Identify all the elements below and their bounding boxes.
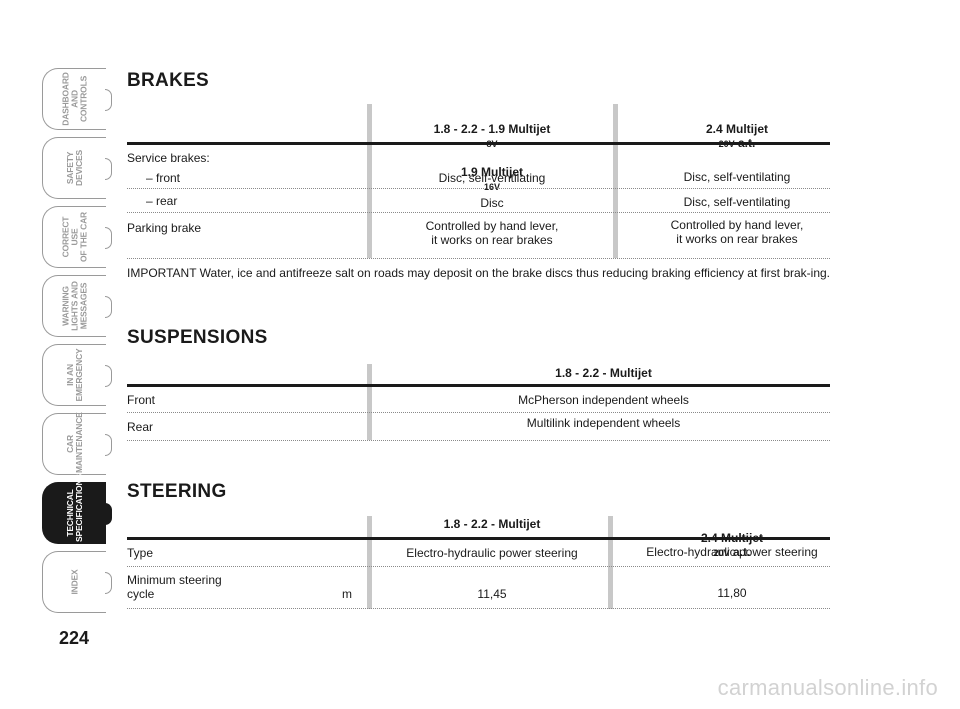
brakes-col1-header-line1: 1.8 - 2.2 - 1.9 Multijet: [433, 122, 551, 136]
brakes-col2-header: 2.4 Multijet 20V a.t.: [622, 108, 852, 151]
tab-label: SAFETY DEVICES: [64, 150, 84, 186]
column-divider: [367, 364, 372, 440]
tab-label: CAR MAINTENANCE: [64, 412, 84, 473]
brakes-col1-header-line2-suffix: 16V: [483, 182, 500, 192]
brakes-col1-header-line2: 1.9 Multijet: [460, 165, 523, 179]
min-steering-col1: 11,45: [477, 587, 507, 601]
steering-type-col2: Electro-hydraulic power steering: [646, 545, 818, 559]
watermark: carmanualsonline.info: [717, 675, 938, 700]
page-number: 224: [58, 628, 90, 648]
parking-brake-col2: Controlled by hand lever, it works on re…: [670, 218, 804, 246]
tab-technical-specifications[interactable]: TECHNICAL SPECIFICATIONS: [42, 474, 106, 544]
front-brake-col2: Disc, self-ventilating: [683, 170, 791, 184]
front-suspension-value: McPherson independent wheels: [518, 393, 689, 407]
brakes-title: BRAKES: [127, 70, 210, 91]
row-divider: [127, 566, 830, 567]
suspensions-title: SUSPENSIONS: [127, 327, 268, 348]
tab-warning-lights[interactable]: WARNING LIGHTS AND MESSAGES: [42, 275, 106, 337]
tab-label: INDEX: [69, 569, 79, 595]
steering-col2-header-tail: a.t.: [729, 545, 751, 559]
tab-correct-use[interactable]: CORRECT USE OF THE CAR: [42, 206, 106, 268]
front-suspension-label: Front: [127, 393, 156, 407]
tab-index[interactable]: INDEX: [42, 551, 106, 613]
tab-label: DASHBOARD AND CONTROLS: [60, 72, 88, 126]
row-divider: [127, 188, 830, 189]
row-divider: [127, 412, 830, 413]
table-header-rule: [127, 142, 830, 145]
important-note: IMPORTANT Water, ice and antifreeze salt…: [127, 266, 831, 280]
min-steering-col2: 11,80: [717, 586, 747, 600]
front-brake-label: – front: [146, 171, 181, 185]
steering-type-col1: Electro-hydraulic power steering: [406, 546, 578, 560]
row-divider: [127, 608, 830, 609]
min-steering-unit: m: [342, 587, 352, 601]
tab-safety-devices[interactable]: SAFETY DEVICES: [42, 137, 106, 199]
row-divider: [127, 440, 830, 441]
rear-brake-col2: Disc, self-ventilating: [683, 195, 791, 209]
column-divider: [608, 516, 613, 609]
column-divider: [367, 516, 372, 609]
tab-label: TECHNICAL SPECIFICATIONS: [64, 474, 84, 542]
column-divider: [613, 104, 618, 258]
rear-suspension-value: Multilink independent wheels: [526, 416, 681, 430]
suspensions-header: 1.8 - 2.2 - Multijet: [555, 366, 652, 380]
tab-dashboard-and-controls[interactable]: DASHBOARD AND CONTROLS: [42, 68, 106, 130]
steering-col2-header-suffix: 20V: [713, 548, 730, 558]
page-content: BRAKES 1.8 - 2.2 - 1.9 Multijet 8V 1.9 M…: [127, 0, 830, 709]
parking-brake-label: Parking brake: [127, 221, 202, 235]
steering-col1-header: 1.8 - 2.2 - Multijet: [443, 517, 541, 531]
rear-brake-col1: Disc: [480, 196, 504, 210]
row-divider: [127, 212, 830, 213]
rear-brake-label: – rear: [146, 194, 178, 208]
brakes-col1-header: 1.8 - 2.2 - 1.9 Multijet 8V 1.9 Multijet…: [377, 108, 607, 194]
front-brake-col1: Disc, self-ventilating: [438, 171, 546, 185]
tab-label: IN AN EMERGENCY: [64, 348, 84, 402]
row-divider: [127, 258, 830, 259]
tab-label: WARNING LIGHTS AND MESSAGES: [60, 281, 88, 331]
brakes-col2-header-text: 2.4 Multijet: [705, 122, 768, 136]
service-brakes-label: Service brakes:: [127, 151, 210, 165]
tab-car-maintenance[interactable]: CAR MAINTENANCE: [42, 412, 106, 475]
tab-label: CORRECT USE OF THE CAR: [60, 212, 88, 262]
steering-type-label: Type: [127, 546, 154, 560]
table-header-rule: [127, 537, 830, 540]
table-header-rule: [127, 384, 830, 387]
tab-in-an-emergency[interactable]: IN AN EMERGENCY: [42, 344, 106, 406]
rear-suspension-label: Rear: [127, 420, 154, 434]
parking-brake-col1: Controlled by hand lever, it works on re…: [425, 219, 559, 247]
section-tabs: DASHBOARD AND CONTROLS SAFETY DEVICES CO…: [42, 68, 106, 620]
column-divider: [367, 104, 372, 258]
steering-title: STEERING: [127, 481, 227, 502]
min-steering-label: Minimum steering cycle: [127, 573, 222, 601]
